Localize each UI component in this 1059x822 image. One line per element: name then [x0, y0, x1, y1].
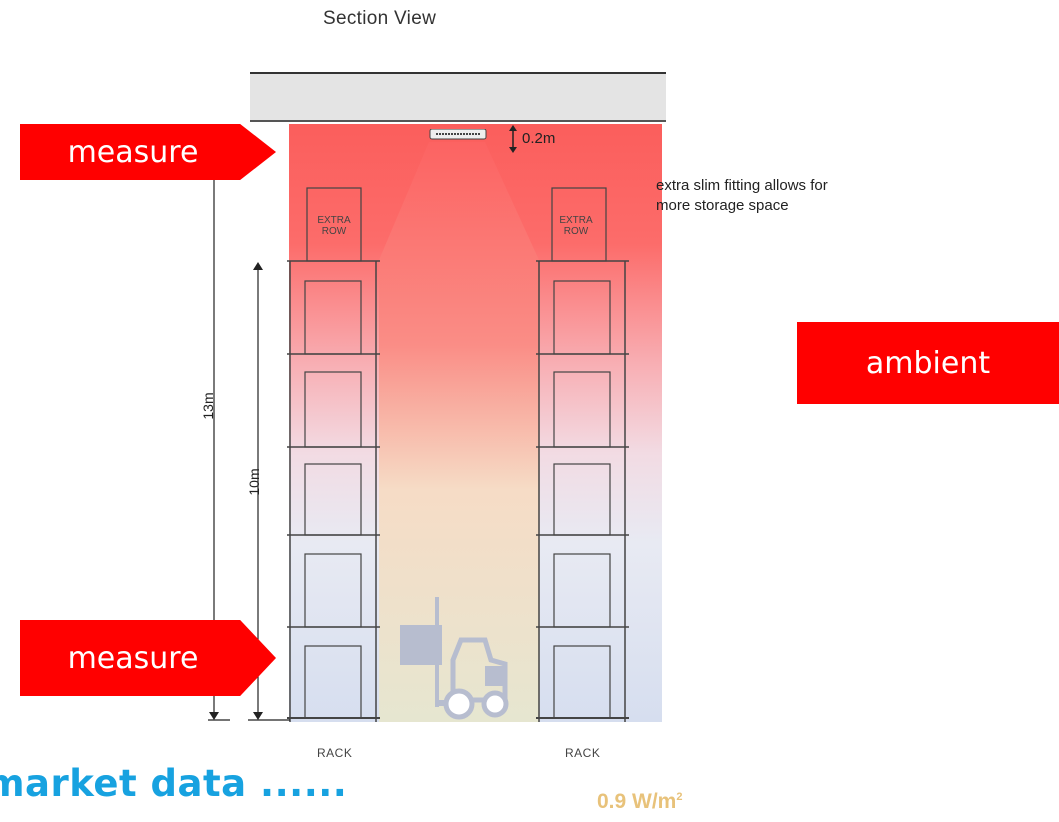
rack-height-label: 10m: [246, 468, 262, 496]
gap-arrow-icon: [509, 125, 517, 153]
section-title: Section View: [323, 8, 437, 29]
heater-lamp-icon: [429, 129, 487, 140]
extra-row-right: EXTRA ROW: [558, 215, 594, 237]
market-data-text: market data ......: [0, 762, 380, 805]
extra-row-right-line1: EXTRA: [559, 215, 593, 226]
ambient-callout: ambient: [797, 322, 1059, 404]
measure-callout-bottom: measure: [20, 620, 276, 696]
extra-row-left-line1: EXTRA: [317, 215, 351, 226]
measure-callout-top: measure: [20, 124, 276, 180]
overall-height-label: 13m: [200, 392, 216, 420]
power-value: 0.9 W/m: [597, 790, 677, 813]
rack-left: [287, 187, 380, 722]
rack-label-right: RACK: [565, 746, 601, 760]
power-density-label: 0.9 W/m2: [597, 790, 682, 814]
ceiling-slab: [250, 72, 666, 122]
market-data-label: market data ......: [0, 762, 348, 805]
rack-right: [536, 187, 629, 722]
rack-label-left: RACK: [317, 746, 353, 760]
power-exponent: 2: [676, 791, 683, 803]
slim-fitting-note: extra slim fitting allows for more stora…: [656, 177, 828, 214]
extra-row-left-line2: ROW: [321, 226, 347, 237]
extra-row-left: EXTRA ROW: [316, 215, 352, 237]
lamp-gap-label: 0.2m: [522, 130, 556, 147]
extra-row-right-line2: ROW: [563, 226, 589, 237]
heater-beam: [379, 142, 539, 722]
forklift-icon: [400, 597, 509, 720]
